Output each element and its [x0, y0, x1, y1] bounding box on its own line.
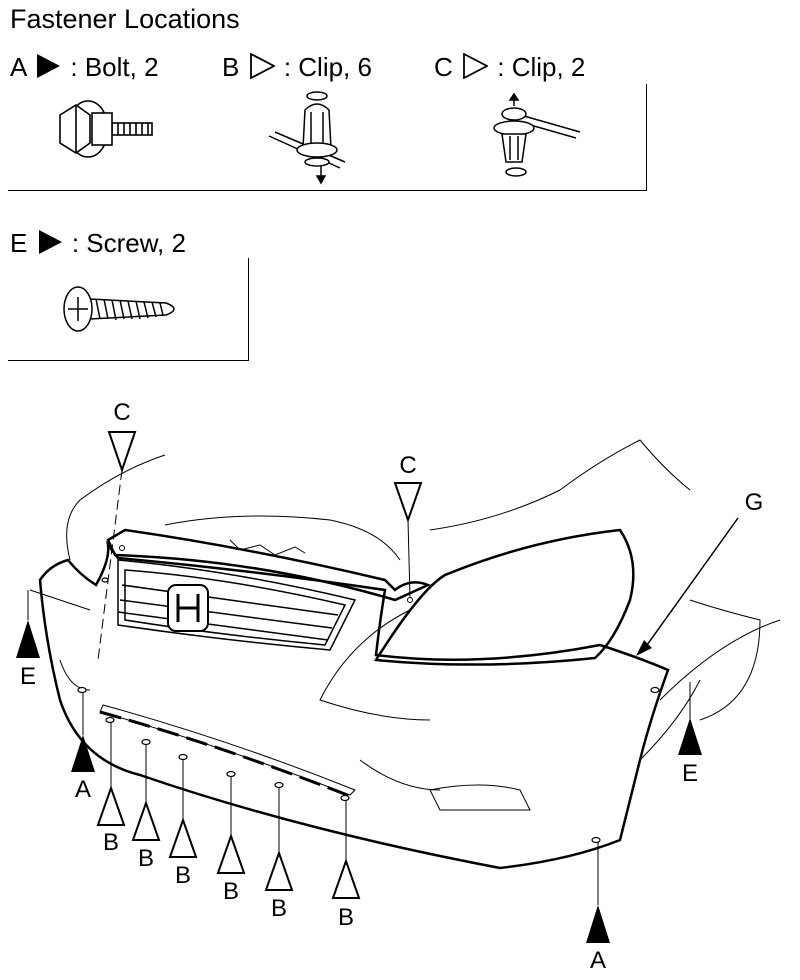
legend-item-b: B : Clip, 6: [222, 52, 372, 83]
open-triangle-icon: [216, 832, 246, 874]
callout-b-3: B: [168, 816, 198, 889]
open-triangle-icon: [131, 799, 161, 841]
callout-label: B: [271, 895, 287, 922]
callout-e-right: E: [678, 718, 702, 787]
open-triangle-icon: [96, 784, 126, 826]
callout-b-4: B: [216, 832, 246, 905]
headlight: [373, 528, 635, 666]
callout-label: B: [138, 845, 154, 872]
open-triangle-icon: [107, 431, 137, 474]
callout-a-right: A: [586, 905, 610, 974]
callout-c-right: C: [393, 452, 423, 524]
open-triangle-icon: [168, 816, 198, 858]
honda-logo-icon: [167, 584, 209, 632]
callout-label: B: [103, 829, 119, 856]
callout-label: B: [338, 904, 354, 931]
open-triangle-icon: [463, 52, 489, 80]
legend-item-c: C : Clip, 2: [434, 52, 585, 83]
legend-letter: B: [222, 52, 240, 82]
callout-label: B: [175, 862, 191, 889]
callout-b-1: B: [96, 784, 126, 856]
legend-item-a: A : Bolt, 2: [10, 52, 159, 83]
callout-label: C: [399, 452, 416, 479]
legend-text: : Bolt, 2: [70, 52, 159, 82]
open-triangle-icon: [393, 482, 423, 524]
callout-b-5: B: [264, 849, 294, 922]
callout-g: G: [745, 489, 764, 516]
callout-label: A: [75, 776, 91, 803]
legend-text: : Screw, 2: [71, 228, 186, 258]
clip-c-icon: [493, 92, 581, 177]
legend-letter: E: [10, 228, 28, 258]
clip-b-icon: [268, 91, 346, 185]
upper-grille-bar: [106, 528, 432, 602]
fastener-box-abc: [8, 84, 647, 191]
filled-triangle-icon: [16, 620, 40, 658]
bumper-diagram: C C G E E A A B B B B B: [16, 399, 781, 974]
fastener-box-e: [8, 258, 249, 361]
callout-e-left: E: [16, 620, 40, 690]
legend-text: : Clip, 6: [283, 52, 372, 82]
callout-c-left: C: [107, 399, 137, 474]
callout-label: C: [113, 399, 130, 426]
filled-triangle-icon: [586, 905, 610, 943]
legend-text: : Clip, 2: [497, 52, 586, 82]
bolt-icon: [59, 100, 153, 158]
legend-letter: C: [434, 52, 453, 82]
page-title: Fastener Locations: [10, 4, 240, 34]
grille: [117, 559, 357, 651]
callout-label: E: [682, 760, 698, 787]
callout-b-2: B: [131, 799, 161, 872]
callout-label: A: [590, 947, 606, 974]
callout-b-6: B: [331, 857, 361, 931]
legend-letter: A: [10, 52, 26, 82]
callout-a-left: A: [71, 735, 95, 803]
filled-triangle-icon: [38, 230, 62, 254]
callout-label: E: [20, 663, 36, 690]
open-triangle-icon: [264, 849, 294, 891]
filled-triangle-icon: [37, 54, 61, 78]
filled-triangle-icon: [71, 735, 95, 772]
legend-item-e: E : Screw, 2: [10, 228, 186, 259]
open-triangle-icon: [249, 52, 276, 80]
front-bumper-cover: [38, 540, 670, 870]
callout-label: B: [223, 878, 239, 905]
open-triangle-icon: [331, 857, 361, 899]
screw-icon: [63, 286, 175, 332]
filled-triangle-icon: [678, 718, 702, 755]
vehicle-body-outline: [29, 439, 781, 811]
